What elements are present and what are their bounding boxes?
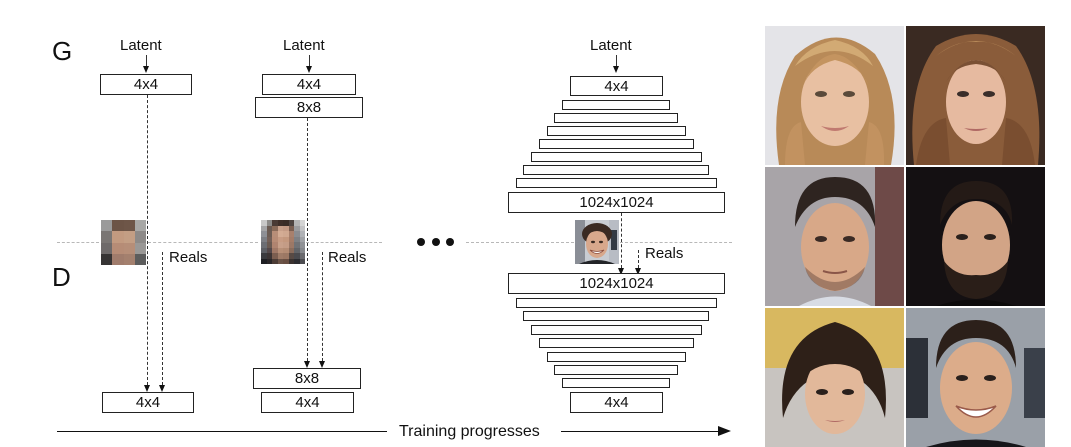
generator-layer xyxy=(516,178,717,188)
divider-segment xyxy=(466,242,574,243)
arrow-right-icon xyxy=(718,426,731,436)
arrow-down-icon xyxy=(304,361,310,368)
discriminator-layer xyxy=(539,338,694,348)
generator-layer-8x8: 8x8 xyxy=(255,97,363,118)
sample-grid xyxy=(765,26,1045,447)
generated-sample-8x8 xyxy=(261,220,305,264)
arrow-down-icon xyxy=(319,361,325,368)
divider-segment xyxy=(620,242,732,243)
arrow-down-icon xyxy=(143,66,149,73)
generator-layer-1024x1024: 1024x1024 xyxy=(508,192,725,213)
discriminator-layer-8x8: 8x8 xyxy=(253,368,361,389)
discriminator-layer-4x4: 4x4 xyxy=(102,392,194,413)
latent-label: Latent xyxy=(120,37,162,54)
generator-layer xyxy=(562,100,670,110)
discriminator-layer xyxy=(562,378,670,388)
sample-face-6 xyxy=(906,308,1045,447)
latent-label: Latent xyxy=(590,37,632,54)
discriminator-layer xyxy=(516,298,717,308)
reals-label: Reals xyxy=(328,249,367,266)
reals-path xyxy=(322,252,323,361)
sample-face-1 xyxy=(765,26,904,165)
generated-sample-4x4 xyxy=(101,220,146,265)
divider-segment xyxy=(57,242,99,243)
divider-segment xyxy=(148,242,258,243)
discriminator-layer xyxy=(523,311,709,321)
latent-label: Latent xyxy=(283,37,325,54)
latent-arrow-line xyxy=(616,55,617,67)
generator-layer xyxy=(531,152,702,162)
arrow-down-icon xyxy=(613,66,619,73)
generator-label: G xyxy=(52,36,73,66)
generator-layer xyxy=(523,165,709,175)
generator-to-discriminator-path xyxy=(621,213,622,268)
discriminator-layer-4x4: 4x4 xyxy=(261,392,354,413)
generator-layer-4x4: 4x4 xyxy=(570,76,663,96)
discriminator-label: D xyxy=(52,262,71,292)
sample-face-5 xyxy=(765,308,904,447)
discriminator-layer-1024x1024: 1024x1024 xyxy=(508,273,725,294)
generator-to-discriminator-path xyxy=(147,95,148,385)
sample-face-4 xyxy=(906,167,1045,306)
axis-line xyxy=(561,431,721,432)
generator-to-discriminator-path xyxy=(307,118,308,361)
generator-layer xyxy=(539,139,694,149)
reals-path xyxy=(162,252,163,385)
arrow-down-icon xyxy=(635,268,641,275)
discriminator-layer-4x4: 4x4 xyxy=(570,392,663,413)
reals-label: Reals xyxy=(169,249,208,266)
reals-path xyxy=(638,250,639,268)
discriminator-layer xyxy=(531,325,702,335)
discriminator-layer xyxy=(547,352,686,362)
sample-face-3 xyxy=(765,167,904,306)
sample-face-2 xyxy=(906,26,1045,165)
generator-layer-4x4: 4x4 xyxy=(262,74,356,95)
axis-label: Training progresses xyxy=(399,423,540,440)
generator-layer-4x4: 4x4 xyxy=(100,74,192,95)
generator-layer xyxy=(554,113,678,123)
latent-arrow-line xyxy=(309,55,310,67)
generator-layer xyxy=(547,126,686,136)
divider-segment xyxy=(306,242,382,243)
generated-sample-1024x1024 xyxy=(575,220,619,264)
axis-line xyxy=(57,431,387,432)
discriminator-layer xyxy=(554,365,678,375)
latent-arrow-line xyxy=(146,55,147,67)
arrow-down-icon xyxy=(159,385,165,392)
arrow-down-icon xyxy=(144,385,150,392)
arrow-down-icon xyxy=(618,268,624,275)
arrow-down-icon xyxy=(306,66,312,73)
reals-label: Reals xyxy=(645,245,684,262)
